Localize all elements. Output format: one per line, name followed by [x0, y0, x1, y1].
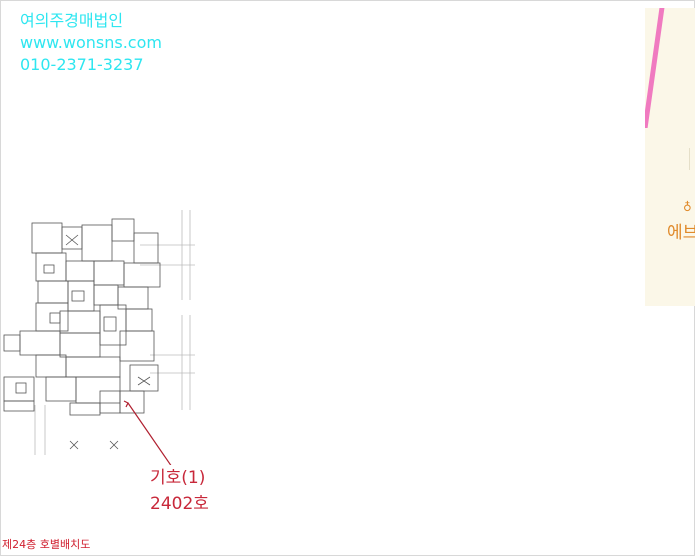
map-place-label: 에브 — [667, 223, 695, 243]
map-gridline — [689, 148, 695, 170]
map-road — [645, 8, 665, 128]
unit-callout: 기호(1) 2402호 — [150, 465, 209, 517]
map-pin-icon: ♁ — [683, 200, 692, 214]
floor-plan-drawing — [3, 210, 195, 465]
item-number-label: 기호(1) — [150, 468, 206, 488]
unit-number-label: 2402호 — [150, 494, 209, 514]
map-thumbnail: ♁ 에브 — [645, 8, 695, 306]
company-name: 여의주경매법인 — [20, 11, 124, 30]
website-link[interactable]: www.wonsns.com — [20, 33, 162, 52]
phone-number: 010-2371-3237 — [20, 55, 144, 74]
floor-layout-caption: 제24층 호별배치도 — [2, 538, 91, 551]
contact-info: 여의주경매법인 www.wonsns.com 010-2371-3237 — [20, 10, 162, 76]
